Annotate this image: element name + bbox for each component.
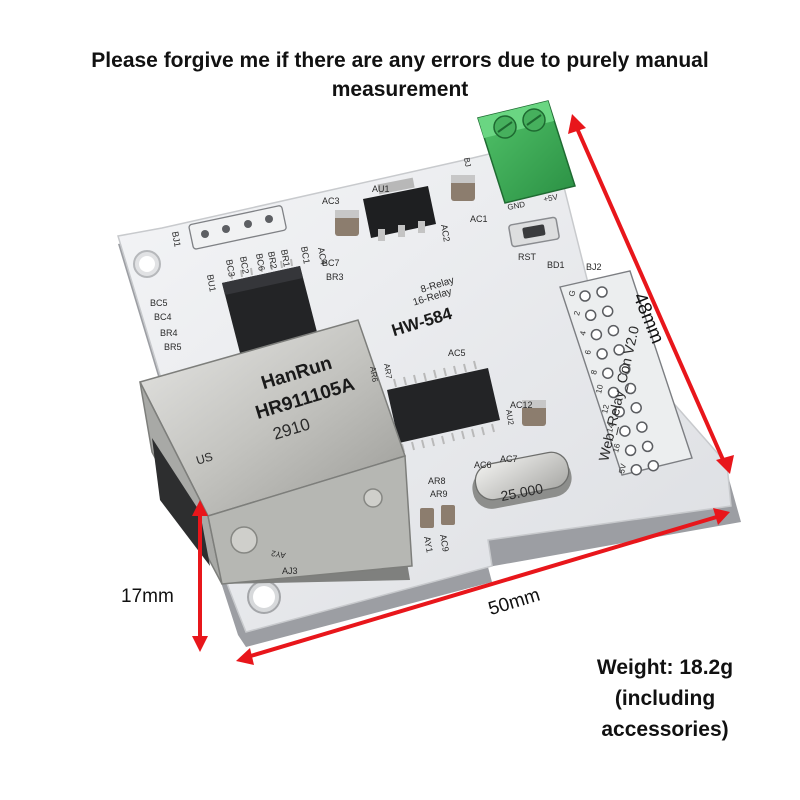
header-pin (647, 459, 660, 472)
ar7-label: AR7 (382, 363, 394, 380)
header-pin (636, 421, 648, 433)
rst-label: RST (518, 252, 537, 262)
br5-label: BR5 (164, 342, 182, 352)
bj1-pin-header (188, 205, 287, 250)
header-pin (624, 382, 637, 395)
pin-label: 12 (600, 403, 611, 414)
capacitors (335, 175, 546, 528)
header-pin (602, 367, 614, 379)
au1-voltage-regulator (363, 177, 436, 241)
header-pin (584, 309, 597, 322)
pin-label: 5V (617, 462, 628, 474)
bc2-label: BC2 (238, 256, 251, 275)
ay2-label: AY2 (270, 548, 286, 559)
ac4-label: AC4 (316, 247, 329, 266)
bc7-label: BC7 (322, 258, 340, 268)
br4-label: BR4 (160, 328, 178, 338)
pin-label: 14 (605, 422, 616, 433)
header-pin (619, 363, 631, 375)
header-pin (630, 402, 642, 414)
ac7-label: AC7 (500, 454, 518, 464)
bc5-label: BC5 (150, 298, 168, 308)
header-pin (607, 324, 620, 337)
ul-mark-label: US (194, 449, 214, 467)
br2-label: BR2 (266, 251, 279, 270)
ar6-label: AR6 (368, 366, 380, 383)
gnd-label: GND (507, 200, 526, 212)
header-pin (624, 444, 637, 457)
header-pin (641, 440, 654, 453)
ac9-label: AC9 (438, 534, 451, 553)
bu1-label: BU1 (205, 274, 218, 293)
header-pin (613, 344, 625, 356)
header-pin (579, 290, 591, 302)
header-pin-labels: G 2 4 6 8 10 12 14 16 5V (567, 289, 628, 474)
ac2-label: AC2 (439, 224, 452, 243)
bj1-label: BJ1 (170, 231, 183, 248)
bc1-label: BC1 (299, 246, 312, 265)
bj-terminal-label: BJ (462, 157, 472, 168)
header-pin (613, 406, 625, 418)
plus5v-label: +5V (543, 192, 560, 204)
header-pin (596, 348, 608, 360)
header-pin (619, 425, 631, 437)
power-screw-terminal (477, 100, 576, 204)
bc3-label: BC3 (224, 259, 237, 278)
dimension-arrows (192, 114, 734, 665)
aj3-label: AJ3 (282, 566, 298, 576)
header-pin (630, 463, 643, 476)
bj2-io-pin-header (559, 270, 693, 476)
ac6-label: AC6 (474, 460, 492, 470)
au2-label: AU2 (504, 409, 516, 426)
pin-label: 4 (578, 330, 588, 337)
pin-label: 8 (589, 369, 599, 376)
crystal-oscillator (472, 451, 572, 509)
bc6-label: BC6 (254, 253, 267, 272)
mounting-holes (133, 250, 281, 614)
ar9-label: AR9 (430, 489, 448, 499)
height-dimension-label: 17mm (121, 586, 174, 607)
header-pin (590, 328, 603, 341)
bu1-ethernet-controller-chip (222, 258, 318, 365)
header-pin (601, 305, 614, 318)
pin-label: 10 (594, 383, 605, 394)
header-pin (596, 286, 608, 298)
pin-label: 16 (611, 442, 622, 453)
ac12-label: AC12 (510, 400, 533, 410)
br1-label: BR1 (279, 249, 292, 268)
ay1-label: AY1 (422, 536, 435, 554)
pin-label: G (567, 289, 577, 297)
bd1-label: BD1 (547, 260, 565, 270)
bc4-label: BC4 (154, 312, 172, 322)
bj2-label: BJ2 (586, 262, 602, 272)
ac5-label: AC5 (448, 348, 466, 358)
reset-button (508, 216, 560, 248)
ac1-label: AC1 (470, 214, 488, 224)
header-pin (607, 386, 620, 399)
au1-label: AU1 (372, 184, 390, 194)
weight-note: Weight: 18.2g (including accessories) (596, 656, 734, 741)
rj45-ethernet-jack (138, 319, 413, 585)
au2-relay-driver-chip (387, 360, 500, 453)
pin-label: 6 (583, 349, 593, 356)
br3-label: BR3 (326, 272, 344, 282)
measurement-disclaimer: Please forgive me if there are any error… (91, 49, 709, 101)
ar8-label: AR8 (428, 476, 446, 486)
ac3-label: AC3 (322, 196, 340, 206)
pin-label: 2 (572, 310, 582, 317)
